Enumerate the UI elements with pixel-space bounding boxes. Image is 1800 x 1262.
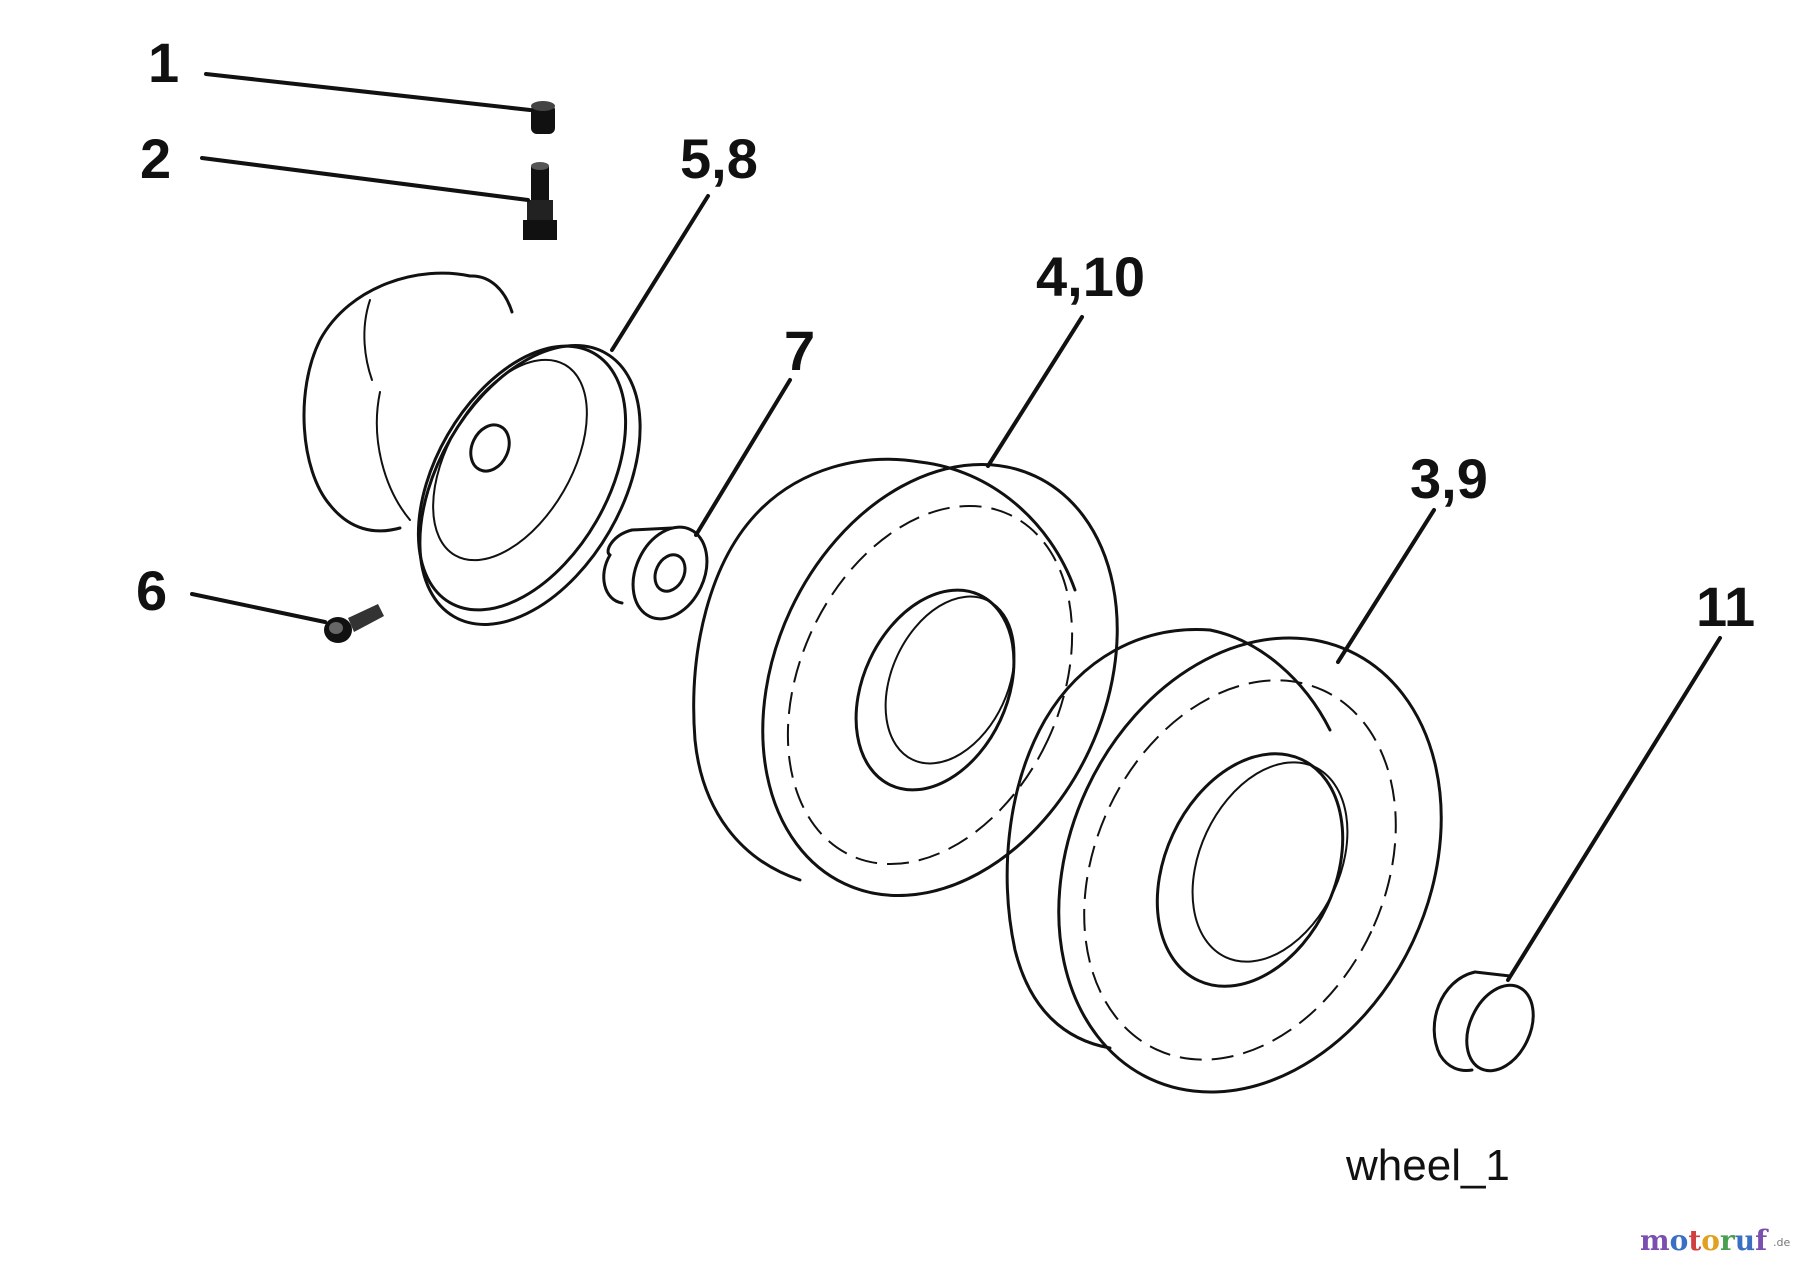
rear-tire-part: [1005, 628, 1443, 1094]
watermark-logo: motoruf .de: [1640, 1224, 1790, 1257]
leader-line-11: [1506, 636, 1722, 982]
callout-label-5-8: 5,8: [680, 127, 758, 190]
leader-lines: [190, 72, 1722, 982]
bolt-part: [324, 604, 384, 643]
valve-cap-part: [531, 101, 555, 134]
leader-line-4-10: [986, 315, 1084, 468]
front-tire-part: [692, 457, 1119, 898]
bushing-part: [602, 525, 709, 621]
diagram-id-label: wheel_1: [1345, 1141, 1510, 1190]
callout-label-4-10: 4,10: [1036, 245, 1145, 308]
callout-label-1: 1: [148, 31, 179, 94]
leader-line-3-9: [1336, 508, 1436, 664]
callout-label-6: 6: [136, 559, 167, 622]
hub-cap-part: [1432, 970, 1535, 1073]
wheel-rim-part: [302, 271, 642, 626]
valve-stem-part: [523, 162, 557, 240]
callout-label-11: 11: [1696, 575, 1755, 638]
watermark-suffix: .de: [1773, 1236, 1790, 1249]
leader-line-5-8: [610, 194, 710, 352]
callout-label-2: 2: [140, 127, 171, 190]
callout-label-7: 7: [784, 319, 815, 382]
callout-label-3-9: 3,9: [1410, 447, 1488, 510]
leader-line-1: [204, 72, 532, 112]
leader-line-7: [694, 378, 792, 537]
svg-text:motoruf: motoruf: [1640, 1224, 1769, 1257]
leader-line-2: [200, 156, 530, 202]
leader-line-6: [190, 592, 327, 624]
